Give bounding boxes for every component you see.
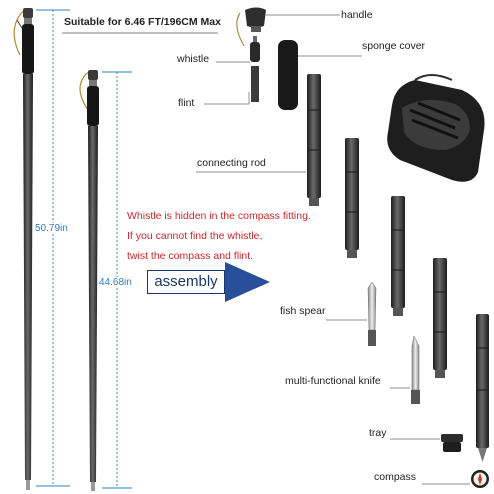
short-pole-shaft [88, 126, 98, 482]
long-pole-shaft [23, 74, 33, 480]
fish-spear-part [326, 281, 377, 346]
long-pole-grip [22, 24, 34, 74]
long-pole-image [13, 8, 34, 490]
whistle-label: whistle [177, 53, 210, 65]
assembly-arrow [225, 262, 270, 302]
compass-label: compass [374, 471, 417, 483]
length-short-label: 44.68in [98, 277, 133, 288]
connecting-rod-3 [391, 196, 405, 316]
connecting-rod-5 [476, 314, 489, 462]
knife-part [390, 335, 420, 404]
sponge-cover-label: sponge cover [362, 40, 426, 52]
carrying-pouch [387, 74, 485, 182]
fish-spear-label: fish spear [280, 305, 326, 317]
tray-part [390, 434, 463, 452]
connecting-rod-1 [307, 74, 321, 206]
whistle-part [216, 36, 260, 63]
sponge-cover-part [278, 40, 362, 110]
note-line: Whistle is hidden in the compass fitting… [127, 210, 311, 222]
handle-part [236, 7, 340, 47]
note-line: twist the compass and flint. [127, 250, 254, 262]
flint-part [204, 66, 259, 105]
connecting-rod-4 [433, 258, 447, 378]
length-long-label: 50.79in [34, 223, 69, 234]
tray-label: tray [369, 427, 387, 439]
connecting-rod-2 [345, 138, 359, 258]
whistle-note: Whistle is hidden in the compass fitting… [127, 206, 311, 266]
compass-part [422, 470, 489, 488]
short-pole-grip [87, 86, 99, 126]
handle-label: handle [341, 9, 373, 21]
knife-label: multi-functional knife [285, 375, 381, 387]
short-pole-image [79, 70, 99, 491]
assembly-label: assembly [147, 270, 225, 294]
dimension-long [36, 9, 70, 487]
note-line: If you cannot find the whistle, [127, 230, 263, 242]
flint-label: flint [178, 97, 195, 109]
connecting-rod-label: connecting rod [197, 157, 266, 169]
max-length-label: Suitable for 6.46 FT/196CM Max [64, 16, 221, 28]
